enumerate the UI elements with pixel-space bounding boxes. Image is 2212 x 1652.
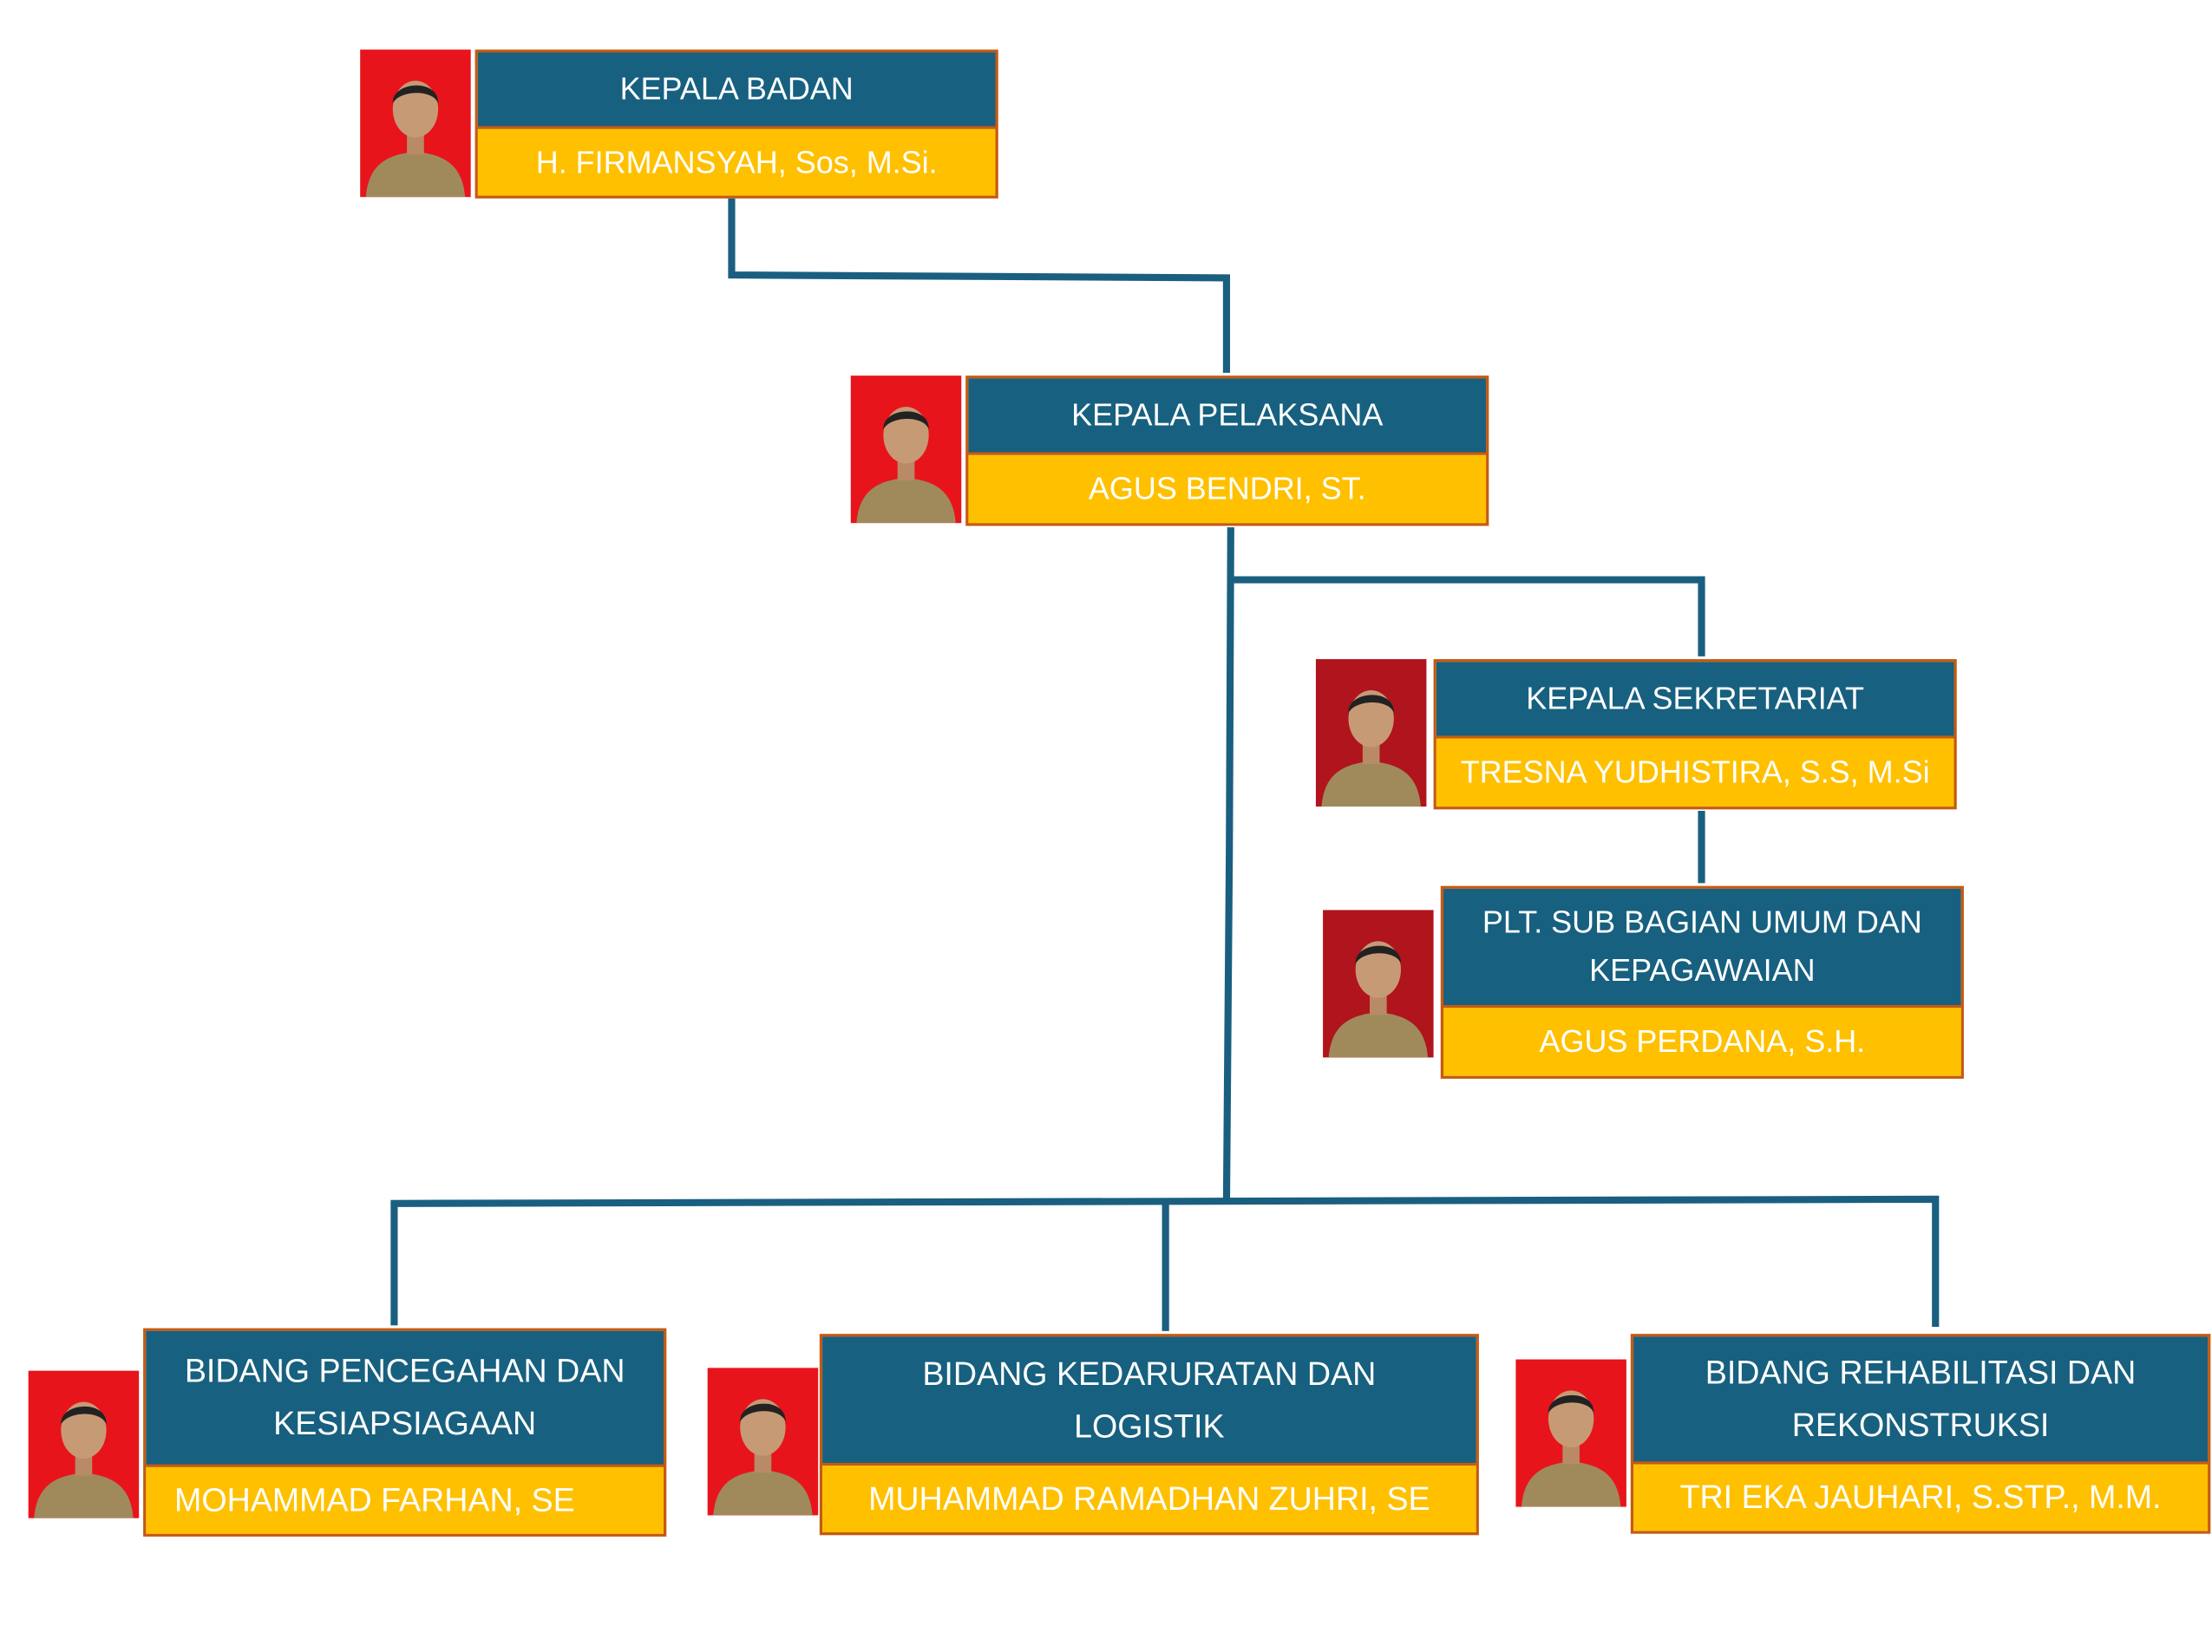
person-silhouette-icon bbox=[365, 81, 466, 198]
connector-pelaksana-trunk bbox=[1222, 527, 1234, 1203]
node-name: H. FIRMANSYAH, Sos, M.Si. bbox=[477, 128, 996, 196]
node-title: KEPALA PELAKSANA bbox=[968, 378, 1487, 455]
node-title: BIDANG PENCEGAHAN DAN KESIAPSIAGAAN bbox=[146, 1330, 664, 1467]
node-name: TRI EKA JAUHARI, S.STP., M.M. bbox=[1633, 1464, 2209, 1531]
person-silhouette-icon bbox=[34, 1401, 134, 1518]
connector-bidang-bar bbox=[390, 1195, 1940, 1327]
photo-portrait bbox=[1515, 1359, 1626, 1507]
photo-portrait bbox=[707, 1368, 819, 1516]
photo-portrait bbox=[850, 375, 962, 524]
photo-portrait bbox=[1315, 659, 1427, 807]
node-title: PLT. SUB BAGIAN UMUM DAN KEPAGAWAIAN bbox=[1443, 888, 1961, 1009]
photo-portrait bbox=[1323, 910, 1434, 1058]
connector-sekretariat bbox=[1234, 576, 1705, 656]
connector-badan-pelaksana bbox=[728, 198, 1231, 373]
person-silhouette-icon bbox=[1521, 1390, 1621, 1507]
node-name: MUHAMMAD RAMADHAN ZUHRI, SE bbox=[822, 1466, 1476, 1533]
node-title: BIDANG REHABILITASI DAN REKONSTRUKSI bbox=[1633, 1336, 2209, 1465]
node-title: BIDANG KEDARURATAN DAN LOGISTIK bbox=[822, 1336, 1476, 1466]
person-silhouette-icon bbox=[1328, 941, 1429, 1058]
node-name: TRESNA YUDHISTIRA, S.S, M.Si bbox=[1436, 738, 1954, 807]
photo-portrait bbox=[360, 49, 471, 198]
person-silhouette-icon bbox=[713, 1399, 813, 1516]
person-silhouette-icon bbox=[1321, 690, 1421, 807]
node-name: AGUS BENDRI, ST. bbox=[968, 454, 1487, 524]
node-title: KEPALA BADAN bbox=[477, 52, 996, 129]
person-silhouette-icon bbox=[856, 407, 956, 524]
node-name: AGUS PERDANA, S.H. bbox=[1443, 1008, 1961, 1076]
node-name: MOHAMMAD FARHAN, SE bbox=[146, 1466, 664, 1534]
node-title: KEPALA SEKRETARIAT bbox=[1436, 662, 1954, 739]
photo-portrait bbox=[28, 1370, 140, 1518]
